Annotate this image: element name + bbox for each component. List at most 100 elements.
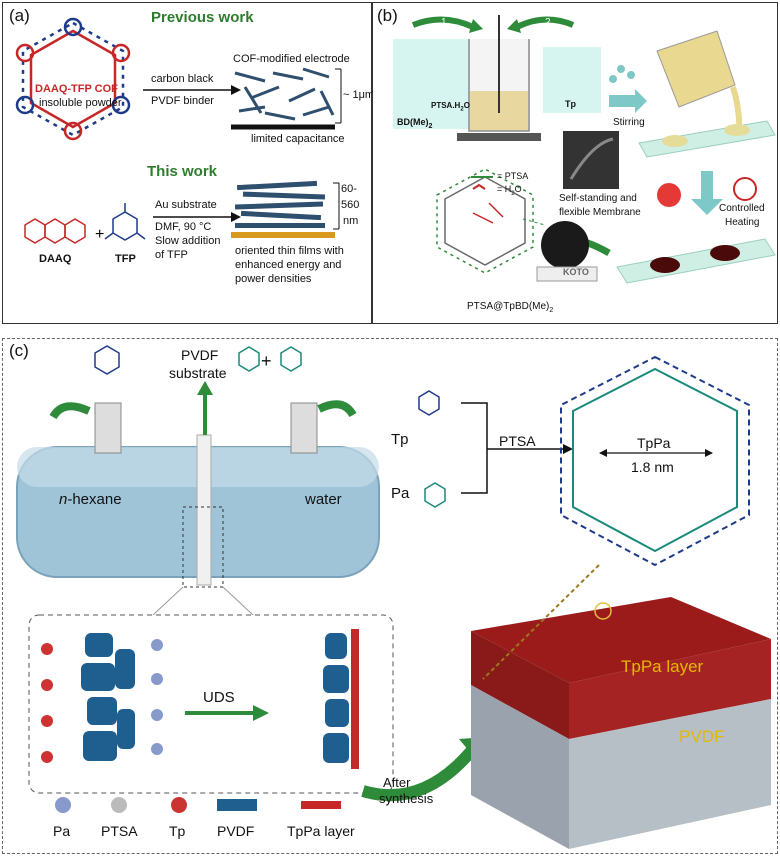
ptsa-catalyst-label: PTSA (499, 433, 536, 449)
heating-line-1: Controlled (719, 203, 765, 214)
electrode-label: COF-modified electrode (233, 53, 350, 65)
vial-right (290, 402, 318, 454)
tp-molecule-icon (94, 345, 120, 375)
thermometer-icon (733, 177, 757, 201)
previous-work-heading: Previous work (151, 9, 254, 26)
legend-ptsa-icon (111, 797, 127, 813)
ptsa-molecule-icon (238, 346, 260, 372)
membrane-line-1: Self-standing and (559, 193, 637, 204)
legend-h2o-icon (472, 183, 486, 190)
oriented-line-2: enhanced energy and (235, 259, 342, 271)
hexane-label: n-hexane (59, 491, 122, 508)
panel-a-graphics: + (15, 17, 342, 244)
panel-a: + (a) Previous work DAAQ-TFP COF insolub… (2, 2, 374, 324)
panel-c-graphics (16, 345, 771, 849)
legend-h2o-label: = H2O (497, 184, 522, 197)
au-substrate-label: Au substrate (155, 199, 217, 211)
pvdf-layer-label: PVDF (679, 727, 725, 746)
ptsa-h2o-label: PTSA.H2O (431, 101, 470, 113)
bd-ptsa-box (393, 39, 481, 129)
tp-scheme-label: Tp (391, 431, 409, 448)
step2-arrow (515, 16, 575, 30)
product-label: PTSA@TpBD(Me)2 (467, 301, 554, 314)
step1-arrow (411, 16, 475, 30)
cof-name: DAAQ-TFP COF (35, 83, 118, 95)
thickness-60: 60- (341, 183, 357, 195)
glass-slide-1 (638, 120, 776, 158)
pvdf-fragments-right (323, 633, 349, 763)
panel-label-a: (a) (9, 6, 30, 25)
tppa-top-surface (471, 597, 771, 683)
zoom-link-line (482, 564, 600, 680)
heating-line-2: Heating (725, 217, 760, 228)
tp-label: Tp (565, 99, 576, 109)
pvdf-side-right (569, 699, 771, 849)
tppa-pore-name: TpPa (637, 435, 671, 451)
legend-tp-icon (171, 797, 187, 813)
this-work-heading: This work (147, 163, 218, 180)
daaq-molecule (24, 218, 86, 244)
after-synthesis-arrow (361, 745, 478, 802)
thickness-560: 560 (341, 199, 360, 211)
oriented-line-3: power densities (235, 273, 312, 285)
right-feed-arrow (317, 400, 357, 418)
ruler (536, 266, 598, 282)
pvdf-side-left (471, 685, 569, 849)
slow-addition-label: Slow addition (155, 235, 221, 247)
pvdf-substrate-plate (196, 434, 212, 586)
au-substrate-bar (231, 232, 335, 238)
heating-arrow (691, 171, 723, 215)
limited-capacitance-label: limited capacitance (251, 133, 345, 145)
step2-number: 2 (545, 17, 551, 28)
tp-box (543, 47, 601, 113)
oriented-thin-film (234, 180, 326, 228)
plus-sign: + (261, 351, 272, 371)
pvdf-fragments-left (81, 633, 135, 761)
uds-label: UDS (203, 689, 235, 706)
legend-ptsa-label: = PTSA (497, 171, 529, 181)
ruler-brand: KOTO (563, 267, 589, 277)
legend-ptsa-label: PTSA (101, 823, 138, 839)
panel-b-graphics (393, 15, 776, 284)
of-tfp-label: of TFP (155, 249, 188, 261)
panel-c: (c) PVDF substrate + n-hexane water Tp P… (2, 338, 778, 854)
after-synthesis-line-1: After (383, 775, 411, 790)
stirring-label: Stirring (613, 117, 645, 128)
legend-pvdf-icon (217, 799, 257, 811)
beaker-icon (457, 15, 541, 141)
insoluble-powder-label: insoluble powder (39, 97, 122, 109)
pa-scheme-label: Pa (391, 485, 410, 502)
random-cof-electrode (234, 67, 335, 121)
legend-tp-label: Tp (169, 823, 186, 839)
tp-scheme-molecule (418, 390, 440, 416)
legend-tppa-label: TpPa layer (287, 823, 355, 839)
tfp-label: TFP (115, 253, 136, 265)
legend-pa-label: Pa (53, 823, 71, 839)
vial-left (94, 402, 122, 454)
water-label: water (305, 491, 342, 508)
panel-label-c: (c) (9, 341, 29, 360)
svg-text:+: + (95, 226, 104, 243)
fire-icon (657, 183, 681, 207)
thickness-nm: nm (343, 215, 359, 227)
dmf-conditions-label: DMF, 90 °C (155, 221, 212, 233)
panel-b: (b) 1 2 BD(Me)2 PTSA.H2O Tp Stirring = P… (372, 2, 778, 324)
to-pour-arrow (609, 89, 647, 113)
left-feed-arrow (49, 402, 91, 420)
pore-size-label: 1.8 nm (631, 459, 674, 475)
bd-label: BD(Me)2 (397, 117, 433, 130)
oriented-line-1: oriented thin films with (235, 245, 344, 257)
panel-label-b: (b) (377, 6, 398, 25)
pvdf-binder-label: PVDF binder (151, 95, 214, 107)
daaq-label: DAAQ (39, 253, 72, 265)
membrane-line-2: flexible Membrane (559, 207, 641, 218)
glass-slide-2 (616, 238, 776, 284)
tppa-framework (572, 367, 738, 553)
membrane-disc (541, 221, 589, 269)
legend-tppa-icon (301, 801, 341, 809)
pa-scheme-molecule (424, 482, 446, 508)
after-synthesis-line-2: synthesis (379, 791, 434, 806)
tppa-layer-bar (351, 629, 359, 769)
legend-pvdf-label: PVDF (217, 823, 255, 839)
tppa-layer-label: TpPa layer (621, 657, 704, 676)
